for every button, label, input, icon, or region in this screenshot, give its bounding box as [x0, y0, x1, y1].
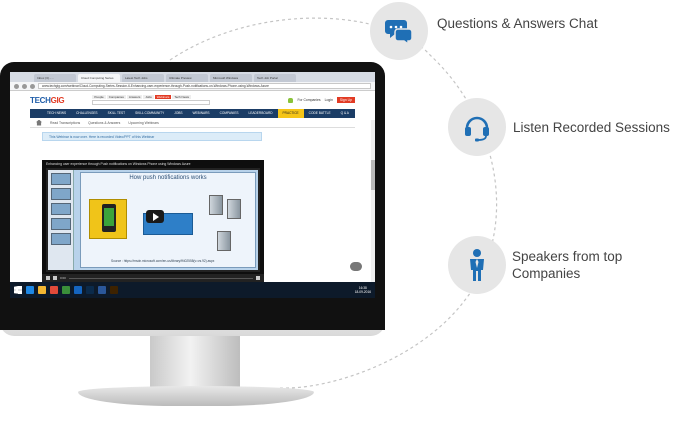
nav-leaderboard[interactable]: LEADERBOARD	[248, 111, 273, 115]
scrollbar-thumb[interactable]	[371, 160, 375, 190]
video-progress-bar[interactable]	[68, 277, 253, 279]
search-tab-technews[interactable]: Tech News	[172, 95, 192, 99]
site-header: TECHGIG People Companies Answers Jobs We…	[10, 91, 375, 109]
logo-accent: GIG	[50, 95, 65, 105]
outlook-icon[interactable]	[74, 286, 82, 294]
nav-practice[interactable]: PRACTICE	[277, 109, 304, 118]
search-area: People Companies Answers Jobs Webinars T…	[92, 95, 211, 105]
taskbar-clock: 16:38 18-09-2016	[355, 286, 371, 294]
slide-main: How push notifications works Source : ht…	[80, 172, 256, 268]
home-icon[interactable]	[36, 119, 42, 126]
speaker-person-icon	[470, 249, 484, 281]
nav-companies[interactable]: COMPANIES	[219, 111, 239, 115]
logo-main: TECH	[30, 95, 51, 105]
browser-tab-bar: Inbox (3) - ... Cloud Computing Series L…	[10, 72, 375, 82]
chat-bubbles-icon	[385, 20, 413, 44]
monitor-screen: Inbox (3) - ... Cloud Computing Series L…	[10, 72, 375, 298]
search-input[interactable]	[92, 100, 211, 105]
search-tab-jobs[interactable]: Jobs	[143, 95, 154, 99]
subnav-transcriptions[interactable]: Read Transcriptions	[50, 120, 81, 125]
webinar-subnav: Read Transcriptions Questions & Answers …	[30, 118, 355, 128]
browser-tab[interactable]: Microsoft Windows	[210, 74, 252, 82]
server-icon	[227, 199, 241, 219]
slide-title: How push notifications works	[129, 175, 207, 181]
word-icon[interactable]	[98, 286, 106, 294]
search-tab-answers[interactable]: Answers	[126, 95, 143, 99]
server-icon	[209, 195, 223, 215]
nav-challenges[interactable]: CHALLENGES	[76, 111, 98, 115]
subnav-upcoming[interactable]: Upcoming Webinars	[128, 120, 159, 125]
slide-thumbnails	[48, 170, 74, 270]
back-icon[interactable]	[14, 83, 19, 89]
slide-thumb	[50, 203, 71, 215]
reload-icon[interactable]	[30, 83, 35, 89]
slide-thumb	[50, 218, 71, 230]
search-tab-webinars[interactable]: Webinars	[154, 95, 172, 99]
nav-skill-test[interactable]: SKILL TEST	[107, 111, 126, 115]
slide-thumb	[50, 188, 71, 200]
browser-tab[interactable]: Inbox (3) - ...	[34, 74, 76, 82]
browser-tab-active[interactable]: Cloud Computing Series	[78, 74, 120, 82]
nav-skill-community[interactable]: SKILL COMMUNITY	[135, 111, 165, 115]
ie-icon[interactable]	[26, 286, 34, 294]
feature-label-chat: Questions & Answers Chat	[437, 16, 598, 31]
header-actions: For Companies Login Sign Up	[288, 97, 355, 103]
video-controls: 0:00	[42, 274, 264, 282]
nav-code-battle[interactable]: CODE BATTLE	[308, 111, 331, 115]
video-player[interactable]: Enhancing user experience through Push n…	[42, 160, 264, 282]
for-companies-link[interactable]: For Companies	[297, 98, 321, 102]
taskbar-time: 16:38	[358, 286, 367, 290]
volume-icon[interactable]	[53, 276, 57, 280]
windows-start-icon[interactable]	[14, 286, 22, 294]
forward-icon[interactable]	[22, 83, 27, 89]
browser-tab[interactable]: Tech Job Portal	[254, 74, 296, 82]
techgig-logo[interactable]: TECHGIG	[30, 95, 65, 105]
search-tab-companies[interactable]: Companies	[106, 95, 126, 99]
nav-qa[interactable]: Q & A	[340, 111, 349, 115]
chrome-icon[interactable]	[50, 286, 58, 294]
nav-tech-news[interactable]: TECH NEWS	[47, 111, 67, 115]
explorer-icon[interactable]	[38, 286, 46, 294]
headset-icon	[465, 116, 489, 142]
photoshop-icon[interactable]	[86, 286, 94, 294]
video-title: Enhancing user experience through Push n…	[46, 162, 191, 166]
browser-tab[interactable]: Ultimate Preview	[166, 74, 208, 82]
phone-diagram	[89, 199, 127, 239]
play-button[interactable]	[146, 210, 164, 223]
browser-url-bar: www.techgig.com/webinar/Cloud-Computing-…	[10, 82, 375, 91]
slide-thumb	[50, 233, 71, 245]
chat-widget-icon[interactable]	[350, 262, 362, 271]
slide-caption: Source : https://msdn.microsoft.com/en-u…	[111, 259, 215, 263]
page-scrollbar[interactable]	[371, 120, 375, 298]
nav-webinars[interactable]: WEBINARS	[192, 111, 210, 115]
address-input[interactable]: www.techgig.com/webinar/Cloud-Computing-…	[38, 83, 371, 89]
speaker-feature-circle	[448, 236, 506, 294]
monitor-stand-base	[78, 386, 314, 406]
windows-taskbar: 16:38 18-09-2016	[10, 282, 375, 298]
feature-label-recorded: Listen Recorded Sessions	[513, 120, 670, 135]
illustrator-icon[interactable]	[110, 286, 118, 294]
main-nav: TECH NEWS CHALLENGES SKILL TEST SKILL CO…	[30, 109, 355, 118]
webinar-over-notice: This Webinar is now over. Here is record…	[42, 132, 262, 141]
feature-label-speakers: Speakers from top Companies	[512, 249, 623, 281]
video-time: 0:00	[60, 276, 66, 280]
monitor-bezel: Inbox (3) - ... Cloud Computing Series L…	[0, 62, 385, 330]
nav-jobs[interactable]: JOBS	[174, 111, 183, 115]
taskbar-date: 18-09-2016	[354, 290, 371, 294]
subnav-questions[interactable]: Questions & Answers	[88, 120, 121, 125]
signup-button[interactable]: Sign Up	[336, 97, 355, 103]
search-tab-people[interactable]: People	[92, 95, 106, 99]
login-link[interactable]: Login	[324, 98, 333, 102]
app-icon[interactable]	[62, 286, 70, 294]
monitor-stand-neck	[150, 336, 240, 388]
browser-tab[interactable]: Latest Tech Jobs	[122, 74, 164, 82]
fullscreen-icon[interactable]	[256, 276, 260, 280]
search-tabs: People Companies Answers Jobs Webinars T…	[92, 95, 210, 99]
android-icon[interactable]	[288, 97, 294, 103]
play-icon[interactable]	[46, 276, 50, 280]
headset-feature-circle	[448, 98, 506, 156]
slide-thumb	[50, 173, 71, 185]
chat-feature-circle	[370, 2, 428, 60]
server-icon	[217, 231, 231, 251]
